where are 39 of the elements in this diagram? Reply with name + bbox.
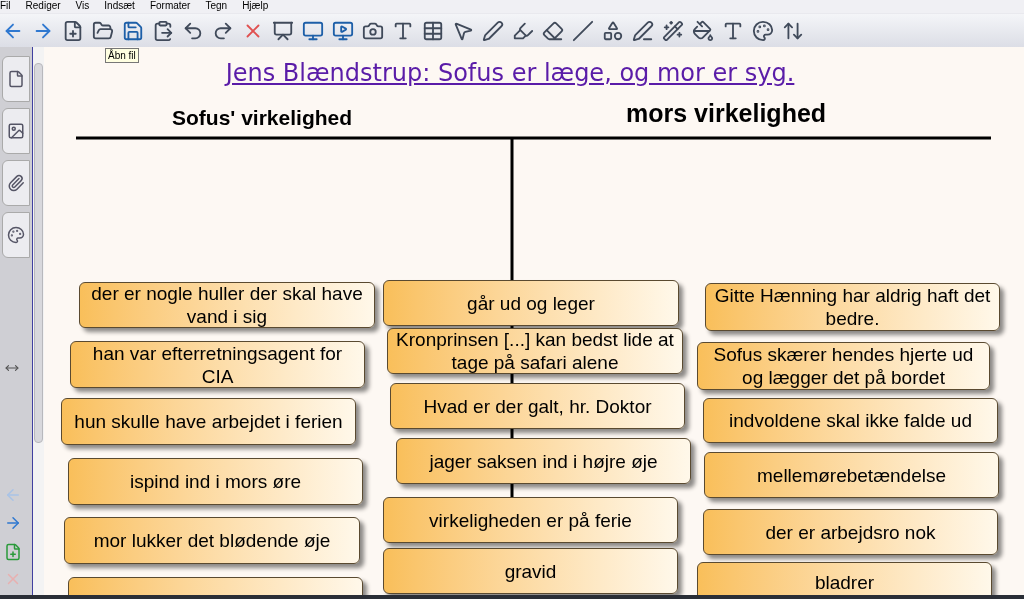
card-text: ispind ind i mors øre bbox=[129, 470, 302, 493]
text-card bbox=[61, 398, 356, 445]
text-card bbox=[383, 280, 679, 326]
card-text: bladrer bbox=[814, 570, 875, 594]
card-text: hun skulle have arbejdet i ferien bbox=[74, 410, 343, 433]
card-text: der er nogle huller der skal have vand i sig bbox=[90, 282, 364, 328]
card-text: Kronprinsen [...] kan bedst lide at tage på safari alene bbox=[395, 328, 675, 374]
menu-item: Indsæt bbox=[104, 0, 135, 13]
menu-item: Tegn bbox=[205, 0, 228, 13]
card-text: der er arbejdsro nok bbox=[765, 520, 936, 544]
tooltip: Åbn fil bbox=[105, 48, 139, 63]
menu-item: Fil bbox=[0, 0, 11, 13]
card-text: han var efterretningsagent for CIA bbox=[91, 341, 344, 388]
menu-item: Formater bbox=[149, 0, 191, 13]
text-card bbox=[703, 509, 998, 555]
text-card bbox=[703, 398, 998, 443]
card-text: går ud og leger bbox=[467, 291, 595, 315]
card-text: gravid bbox=[504, 559, 557, 583]
card-text: mor lukker det blødende øje bbox=[93, 529, 331, 552]
title: Jens Blændstrup: Sofus er læge, og mor er syg. bbox=[223, 58, 796, 88]
card-text: Hvad er der galt, hr. Doktor bbox=[423, 394, 652, 418]
card-text: virkeligheden er på ferie bbox=[429, 508, 632, 532]
card-text: indvoldene skal ikke falde ud bbox=[729, 409, 972, 432]
text-card bbox=[383, 497, 678, 543]
text-card bbox=[704, 452, 999, 498]
card-text: jager saksen ind i højre øje bbox=[429, 449, 658, 473]
menu-item: Rediger bbox=[25, 0, 61, 13]
menu-item: Vis bbox=[75, 0, 90, 13]
card-text: mellemørebetændelse bbox=[757, 463, 946, 487]
card-text: Gitte Hænning har aldrig haft det bedre. bbox=[713, 284, 992, 330]
text-card bbox=[64, 517, 360, 564]
column-heading: mors virkelighed bbox=[626, 98, 827, 129]
card-text: Sofus skærer hendes hjerte ud og lægger det på bordet bbox=[712, 343, 975, 389]
menu-item: Hjælp bbox=[242, 0, 269, 13]
text-card bbox=[396, 438, 691, 484]
text-card bbox=[68, 458, 363, 505]
column-heading: Sofus' virkelighed bbox=[172, 105, 353, 131]
text-card bbox=[383, 548, 678, 594]
text-card bbox=[390, 383, 685, 429]
